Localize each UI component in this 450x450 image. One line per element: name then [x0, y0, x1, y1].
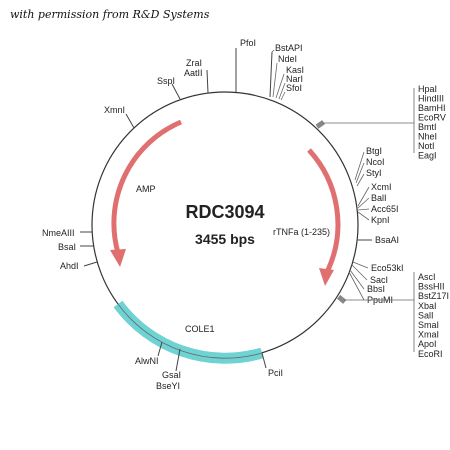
amp-label: AMP — [136, 184, 156, 194]
mcs-site-bamhi: BamHI — [418, 103, 446, 113]
cole1-label: COLE1 — [185, 324, 215, 334]
mcs-bottom-marker — [337, 294, 347, 304]
cole1-outline — [117, 303, 263, 359]
mcs-site-noti: NotI — [418, 141, 435, 151]
site-gsai: GsaI — [162, 370, 181, 380]
site-bseyi: BseYI — [156, 381, 180, 391]
rtnfa-label: rTNFa (1-235) — [273, 227, 330, 237]
site-bali: BalI — [371, 193, 387, 203]
mcs-site-asci: AscI — [418, 272, 436, 282]
ppumi-leader — [348, 271, 365, 301]
site-pfoi: PfoI — [240, 38, 256, 48]
mcs-site-bsshii: BssHII — [418, 282, 445, 292]
permission-caption: with permission from R&D Systems — [10, 8, 210, 21]
kpni-leader — [357, 211, 370, 221]
gsai-tick — [175, 348, 181, 372]
site-xcmi: XcmI — [371, 182, 392, 192]
site-pcii: PciI — [268, 368, 283, 378]
mcs-site-bmti: BmtI — [418, 122, 437, 132]
site-ahdi: AhdI — [60, 261, 79, 271]
bstapi-leader — [271, 49, 275, 53]
site-ncoi: NcoI — [366, 157, 385, 167]
site-kasi: KasI — [286, 65, 304, 75]
nari-leader — [278, 82, 286, 100]
acc65i-leader — [357, 208, 370, 211]
site-xmni: XmnI — [104, 105, 125, 115]
mcs-bottom-group: AscIBssHIIBstZ17IXbaISalISmaIXmaIApoIEco… — [337, 272, 449, 359]
site-eco53ki: Eco53kI — [371, 263, 404, 273]
ahdi-tick — [83, 261, 98, 267]
mcs-site-eagi: EagI — [418, 151, 437, 161]
bstapi-tick — [269, 51, 273, 98]
ncoi-leader — [355, 162, 365, 184]
site-btgi: BtgI — [366, 146, 382, 156]
site-styi: StyI — [366, 168, 382, 178]
mcs-site-ecori: EcoRI — [418, 349, 443, 359]
ndei-leader — [272, 62, 278, 98]
site-bsai: BsaI — [58, 242, 76, 252]
eco53ki-leader — [352, 261, 369, 269]
amp-arrow-head — [110, 249, 126, 267]
mcs-site-hindiii: HindIII — [418, 94, 444, 104]
zrai-tick — [206, 69, 209, 94]
mcs-site-nhei: NheI — [418, 132, 437, 142]
mcs-site-sali: SalI — [418, 310, 434, 320]
sspi-tick — [171, 83, 181, 100]
styi-leader — [356, 173, 365, 187]
mcs-site-ecorv: EcoRV — [418, 113, 446, 123]
site-acc65i: Acc65I — [371, 204, 399, 214]
saci-leader — [351, 264, 368, 281]
pcii-tick — [261, 352, 267, 369]
btgi-leader — [354, 151, 365, 181]
site-bstapi: BstAPI — [275, 43, 303, 53]
rtnfa-arrow-body — [307, 148, 341, 272]
site-bsaai: BsaAI — [375, 235, 399, 245]
site-saci: SacI — [370, 275, 388, 285]
site-aatii: AatII — [184, 68, 203, 78]
mcs-site-hpai: HpaI — [418, 84, 437, 94]
site-sfoi: SfoI — [286, 83, 302, 93]
amp-arrow-body — [111, 119, 182, 254]
plasmid-size: 3455 bps — [195, 231, 255, 247]
site-alwni: AlwNI — [135, 356, 159, 366]
mcs-site-bstz17i: BstZ17I — [418, 291, 449, 301]
sfoi-leader — [280, 91, 286, 101]
site-zrai: ZraI — [186, 58, 202, 68]
xcmi-leader — [357, 186, 370, 207]
mcs-site-xmai: XmaI — [418, 330, 439, 340]
plasmid-name: RDC3094 — [185, 202, 264, 222]
site-sspi: SspI — [157, 76, 175, 86]
bbsi-leader — [349, 269, 365, 290]
mcs-site-smai: SmaI — [418, 320, 439, 330]
mcs-bottom-list: AscIBssHIIBstZ17IXbaISalISmaIXmaIApoIEco… — [418, 272, 449, 359]
mcs-site-apoi: ApoI — [418, 339, 437, 349]
rtnfa-arrow-head — [319, 268, 334, 286]
mcs-site-xbai: XbaI — [418, 301, 437, 311]
site-ndei: NdeI — [278, 54, 297, 64]
mcs-top-marker — [315, 120, 325, 129]
site-bbsi: BbsI — [367, 284, 385, 294]
bali-leader — [357, 197, 370, 209]
site-kpni: KpnI — [371, 215, 390, 225]
kasi-leader — [275, 73, 285, 99]
site-nari: NarI — [286, 74, 303, 84]
xmni-tick — [125, 113, 135, 129]
alwni-tick — [157, 341, 163, 357]
site-nmeaiii: NmeAIII — [42, 228, 75, 238]
